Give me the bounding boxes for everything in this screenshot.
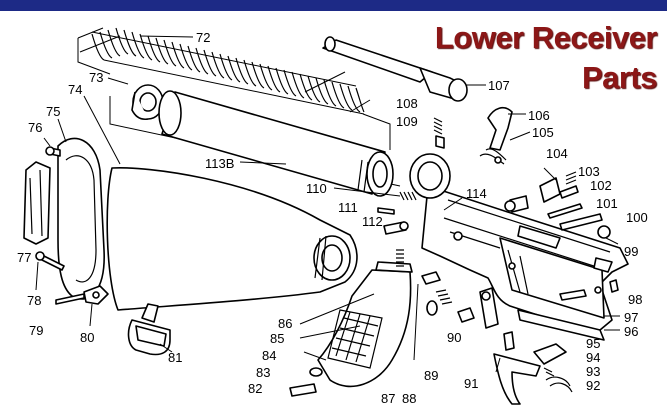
label-97: 97 (624, 310, 638, 325)
label-88: 88 (402, 391, 416, 406)
label-87: 87 (381, 391, 395, 406)
part-102-plunger (559, 185, 579, 199)
label-107: 107 (488, 78, 510, 93)
label-81: 81 (168, 350, 182, 365)
part-74-buttstock (83, 95, 358, 311)
part-73-buffer (107, 77, 164, 121)
part-83-lock-washer (309, 367, 323, 377)
part-selector-lever (479, 287, 499, 329)
label-83: 83 (256, 365, 270, 380)
label-74: 74 (68, 82, 82, 97)
label-103: 103 (578, 164, 600, 179)
part-89-spring (435, 289, 453, 305)
part-98-pin (609, 279, 619, 293)
label-78: 78 (27, 293, 41, 308)
label-76: 76 (28, 120, 42, 135)
part-113b-buffer-tube (158, 90, 394, 197)
label-105: 105 (532, 125, 554, 140)
label-99: 99 (624, 244, 638, 259)
label-114: 114 (466, 186, 487, 201)
part-111-detent (377, 207, 395, 215)
label-72: 72 (196, 30, 210, 45)
label-106: 106 (528, 108, 550, 123)
part-77-trap-door (23, 161, 51, 245)
part-82-grip-screw (289, 383, 317, 397)
part-labels: 72 73 74 75 76 77 78 79 80 81 82 83 84 8… (17, 30, 648, 406)
part-105-hammer-spring (479, 131, 531, 165)
label-82: 82 (248, 381, 262, 396)
top-bar (0, 0, 667, 11)
part-108-109-detent-spring (433, 117, 445, 149)
label-108: 108 (396, 96, 418, 111)
label-101: 101 (596, 196, 618, 211)
part-79-pin (55, 293, 85, 305)
part-107-takedown-pin (322, 36, 486, 102)
part-90-pin (457, 307, 475, 323)
part-93-disconnector-spring (543, 367, 555, 377)
label-96: 96 (624, 324, 638, 339)
label-92: 92 (586, 378, 600, 393)
part-94-disconnector (533, 343, 567, 365)
label-110: 110 (306, 181, 327, 196)
leader-114 (443, 197, 463, 211)
label-102: 102 (590, 178, 612, 193)
part-91-trigger (493, 353, 541, 405)
part-72-buffer-spring (77, 27, 371, 115)
label-93: 93 (586, 364, 600, 379)
label-89: 89 (424, 368, 438, 383)
label-100: 100 (626, 210, 648, 225)
part-86-grip-screw-spring (299, 249, 404, 325)
label-109: 109 (396, 114, 418, 129)
label-90: 90 (447, 330, 461, 345)
label-84: 84 (262, 348, 276, 363)
label-79: 79 (29, 323, 43, 338)
title-line-1: Lower Receiver (434, 20, 658, 55)
part-78-screw (35, 251, 65, 291)
part-81-sling-swivel (127, 303, 173, 356)
part-75-butt-plate (57, 118, 105, 300)
label-75: 75 (46, 104, 60, 119)
label-86: 86 (278, 316, 292, 331)
part-103-spring (565, 171, 577, 185)
part-76-screw (43, 137, 61, 157)
part-106-hammer (487, 106, 526, 151)
part-99-catch-button (597, 225, 619, 245)
label-73: 73 (89, 70, 103, 85)
part-88-detent (426, 300, 438, 316)
label-91: 91 (464, 376, 478, 391)
part-104-bolt-catch (539, 167, 561, 203)
part-80-swivel-bracket (83, 285, 109, 327)
leader-85 (299, 325, 361, 339)
part-112-pin (383, 221, 409, 235)
label-98: 98 (628, 292, 642, 307)
label-94: 94 (586, 350, 600, 365)
part-87-safety-selector (413, 271, 441, 361)
part-110-spring (333, 187, 417, 201)
label-85: 85 (270, 331, 284, 346)
part-95-trigger-pin (503, 331, 515, 351)
label-80: 80 (80, 330, 94, 345)
part-101-roll-pin (504, 195, 583, 219)
part-84-pistol-grip (303, 261, 413, 388)
label-77: 77 (17, 250, 31, 265)
label-113b: 113B (205, 156, 234, 171)
title-line-2: Parts (581, 60, 658, 95)
label-95: 95 (586, 336, 600, 351)
part-97-96-trigger-guard (517, 289, 620, 341)
label-111: 111 (338, 200, 358, 215)
part-100-magazine-catch (559, 213, 603, 231)
part-92-trigger-spring (545, 376, 573, 393)
label-104: 104 (546, 146, 568, 161)
label-112: 112 (362, 214, 383, 229)
